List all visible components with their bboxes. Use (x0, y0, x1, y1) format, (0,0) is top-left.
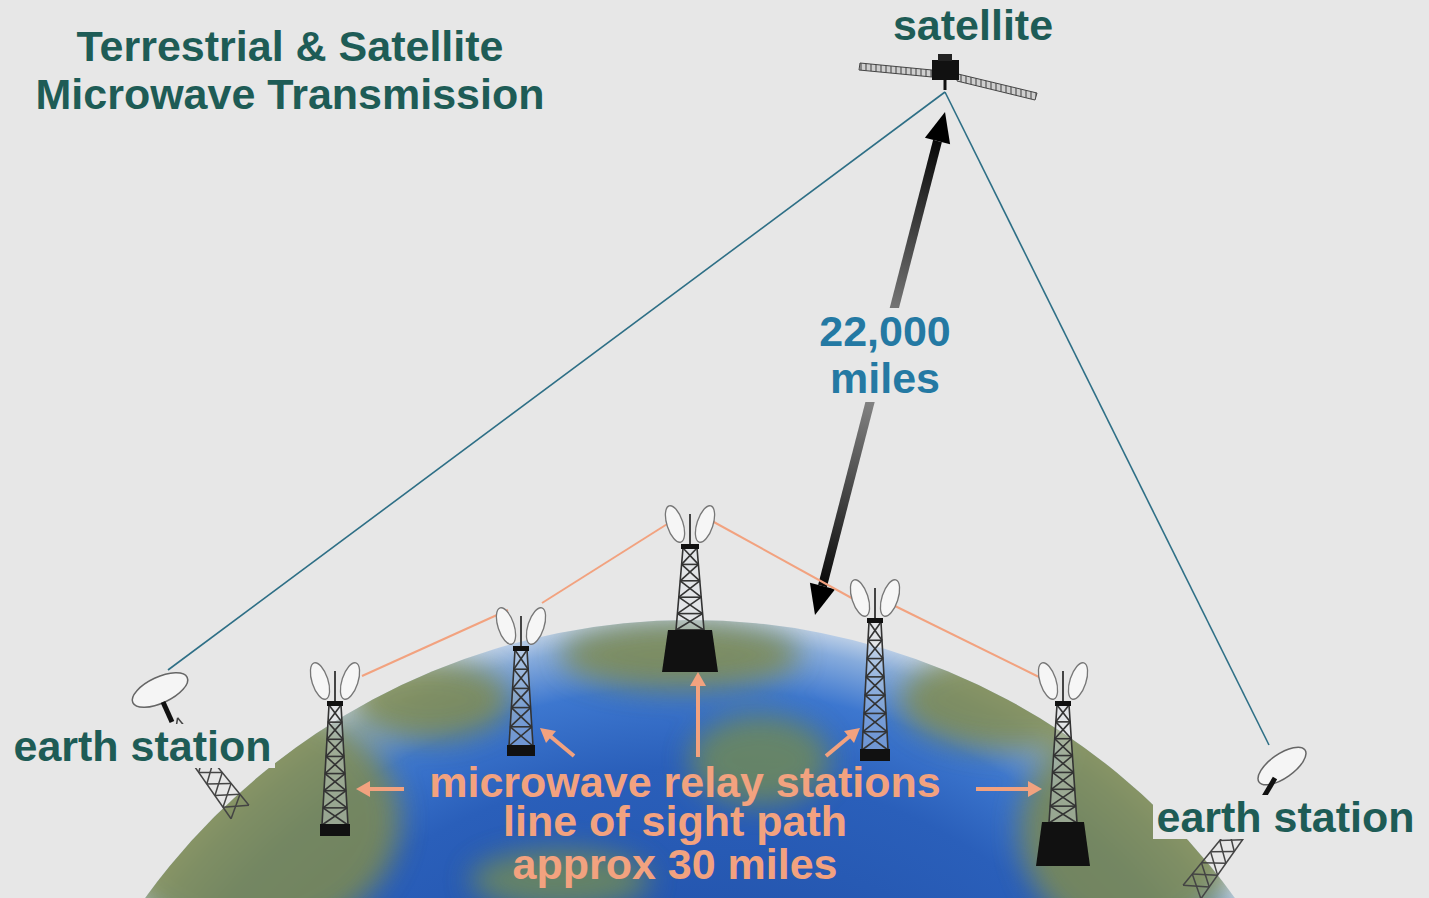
distance-label: 22,000 miles (800, 308, 970, 402)
callout-label-holder: microwave relay stations (405, 760, 965, 804)
title-block: Terrestrial & Satellite Microwave Transm… (10, 22, 570, 118)
signal-path (945, 92, 1269, 745)
satellite-icon (859, 54, 1037, 100)
earth-station-node: earth station (5, 670, 280, 768)
relay-towers (307, 503, 1092, 825)
node-label: satellite (893, 0, 1053, 47)
callout-label: microwave relay stations (405, 760, 965, 804)
note-label-holder: line of sight path approx 30 miles (475, 800, 875, 886)
node-label: earth station (1153, 795, 1417, 839)
satellite-node: satellite (878, 0, 1068, 92)
earth-station-node: earth station (1148, 745, 1423, 839)
relay-tower (1035, 660, 1092, 823)
relay-tower (662, 503, 719, 630)
distance-label-holder: 22,000 miles (800, 308, 970, 402)
note-label: line of sight path approx 30 miles (475, 800, 875, 886)
relay-tower (847, 577, 904, 750)
node-label: earth station (10, 724, 274, 768)
relay-tower (493, 605, 550, 746)
diagram-title: Terrestrial & Satellite Microwave Transm… (10, 22, 570, 118)
microwave-beam (362, 521, 1047, 681)
relay-tower (307, 660, 364, 825)
earth-station-antennas (127, 666, 1312, 898)
